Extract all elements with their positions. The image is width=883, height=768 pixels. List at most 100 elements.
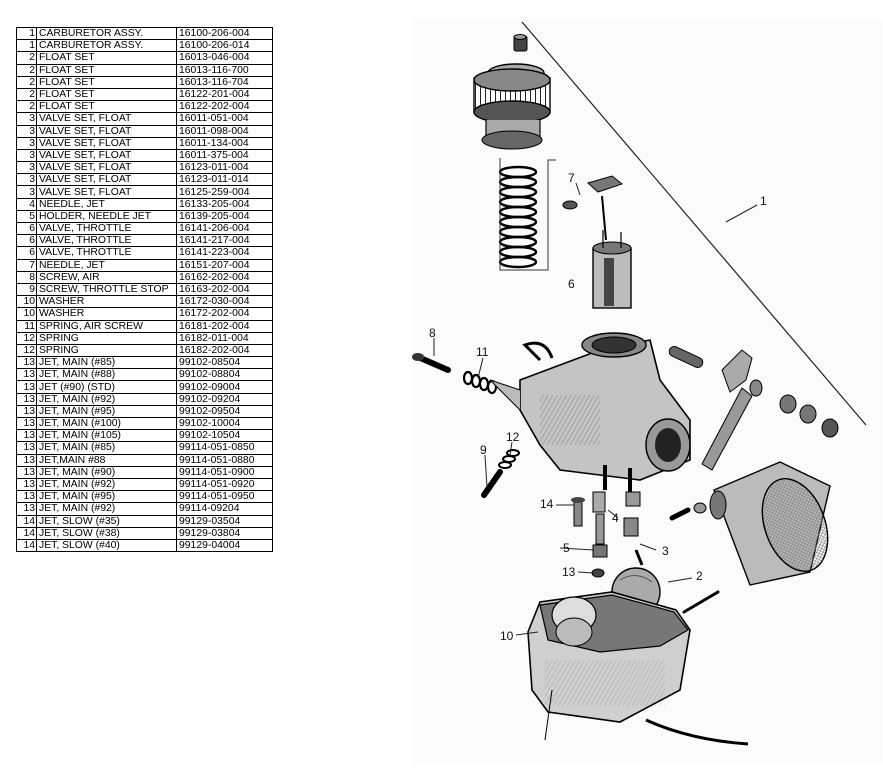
part-number-cell: 99102-08804 xyxy=(176,368,273,382)
callout-14: 14 xyxy=(540,497,554,511)
part-number-cell: 99129-04004 xyxy=(176,538,273,553)
part-ref-cell: 3 xyxy=(16,185,37,199)
part-ref-cell: 2 xyxy=(16,100,37,114)
part-number-cell: 99129-03804 xyxy=(176,526,273,540)
part-description-cell: JET, MAIN (#85) xyxy=(36,356,177,370)
part-description-cell: NEEDLE, JET xyxy=(36,197,177,211)
part-number-cell: 16011-051-004 xyxy=(176,112,273,126)
callout-10: 10 xyxy=(500,629,514,643)
throttle-valve-slide xyxy=(592,230,632,309)
part-description-cell: JET, SLOW (#38) xyxy=(36,526,177,540)
jet-needle-clip xyxy=(562,175,624,241)
part-description-cell: JET, MAIN (#105) xyxy=(36,429,177,443)
part-description-cell: HOLDER, NEEDLE JET xyxy=(36,209,177,224)
part-ref-cell: 10 xyxy=(16,307,37,321)
spring-bracket-line xyxy=(499,158,556,271)
part-number-cell: 16013-116-704 xyxy=(176,75,273,89)
part-number-cell: 16182-011-004 xyxy=(176,331,273,345)
callout-9: 9 xyxy=(480,443,487,457)
part-ref-cell: 13 xyxy=(16,441,37,455)
throttle-valve-spring xyxy=(498,165,538,269)
part-ref-cell: 9 xyxy=(16,282,37,297)
callout-12: 12 xyxy=(506,430,520,444)
jets-and-holder xyxy=(571,491,707,578)
part-ref-cell: 13 xyxy=(16,392,37,406)
part-number-cell: 16123-011-014 xyxy=(176,173,273,187)
float-bowl xyxy=(527,591,749,746)
part-description-cell: VALVE SET, FLOAT xyxy=(36,112,177,126)
callout-8: 8 xyxy=(429,326,436,340)
part-description-cell: SPRING, AIR SCREW xyxy=(36,319,177,333)
part-number-cell: 99102-10004 xyxy=(176,416,273,431)
part-description-cell: JET, MAIN (#95) xyxy=(36,404,177,419)
part-description-cell: JET,MAIN #88 xyxy=(36,453,177,467)
part-description-cell: FLOAT SET xyxy=(36,87,177,102)
part-description-cell: JET, MAIN (#100) xyxy=(36,416,177,431)
part-number-cell: 99102-09004 xyxy=(176,380,273,394)
part-number-cell: 16172-202-004 xyxy=(176,307,273,321)
part-description-cell: WASHER xyxy=(36,307,177,321)
part-description-cell: JET, MAIN (#85) xyxy=(36,441,177,455)
carburetor-exploded-diagram: 1 2 3 4 5 6 7 8 9 10 11 12 13 14 xyxy=(412,18,882,763)
part-ref-cell: 3 xyxy=(16,161,37,175)
part-description-cell: VALVE SET, FLOAT xyxy=(36,185,177,199)
part-description-cell: SPRING xyxy=(36,343,177,358)
callout-3: 3 xyxy=(662,544,669,558)
part-description-cell: FLOAT SET xyxy=(36,75,177,89)
part-ref-cell: 6 xyxy=(16,234,37,248)
part-description-cell: VALVE SET, FLOAT xyxy=(36,124,177,138)
part-description-cell: SPRING xyxy=(36,331,177,345)
part-description-cell: WASHER xyxy=(36,295,177,309)
part-number-cell: 16141-217-004 xyxy=(176,234,273,248)
assembly-leader-line xyxy=(521,21,867,426)
part-description-cell: FLOAT SET xyxy=(36,100,177,114)
part-number-cell: 99114-051-0950 xyxy=(176,490,273,504)
air-screw-and-spring xyxy=(412,353,498,395)
part-ref-cell: 13 xyxy=(16,465,37,479)
part-description-cell: JET (#90) (STD) xyxy=(36,380,177,394)
part-ref-cell: 13 xyxy=(16,490,37,504)
part-number-cell: 16182-202-004 xyxy=(176,343,273,358)
part-ref-cell: 7 xyxy=(16,258,37,272)
part-description-cell: VALVE, THROTTLE xyxy=(36,221,177,236)
part-ref-cell: 13 xyxy=(16,453,37,467)
part-description-cell: JET, MAIN (#95) xyxy=(36,490,177,504)
part-ref-cell: 13 xyxy=(16,404,37,419)
part-description-cell: VALVE, THROTTLE xyxy=(36,246,177,260)
part-ref-cell: 11 xyxy=(16,319,37,333)
callout-7: 7 xyxy=(568,171,575,185)
part-number-cell: 99102-09504 xyxy=(176,404,273,419)
callout-leaders xyxy=(433,182,693,636)
part-number-cell: 16123-011-004 xyxy=(176,161,273,175)
part-ref-cell: 3 xyxy=(16,112,37,126)
part-description-cell: CARBURETOR ASSY. xyxy=(36,39,177,53)
part-number-cell: 99114-051-0880 xyxy=(176,453,273,467)
part-ref-cell: 14 xyxy=(16,538,37,553)
part-description-cell: VALVE SET, FLOAT xyxy=(36,136,177,150)
part-description-cell: CARBURETOR ASSY. xyxy=(36,26,177,41)
part-number-cell: 16139-205-004 xyxy=(176,209,273,224)
part-description-cell: JET, SLOW (#35) xyxy=(36,514,177,528)
callout-6: 6 xyxy=(568,277,575,291)
